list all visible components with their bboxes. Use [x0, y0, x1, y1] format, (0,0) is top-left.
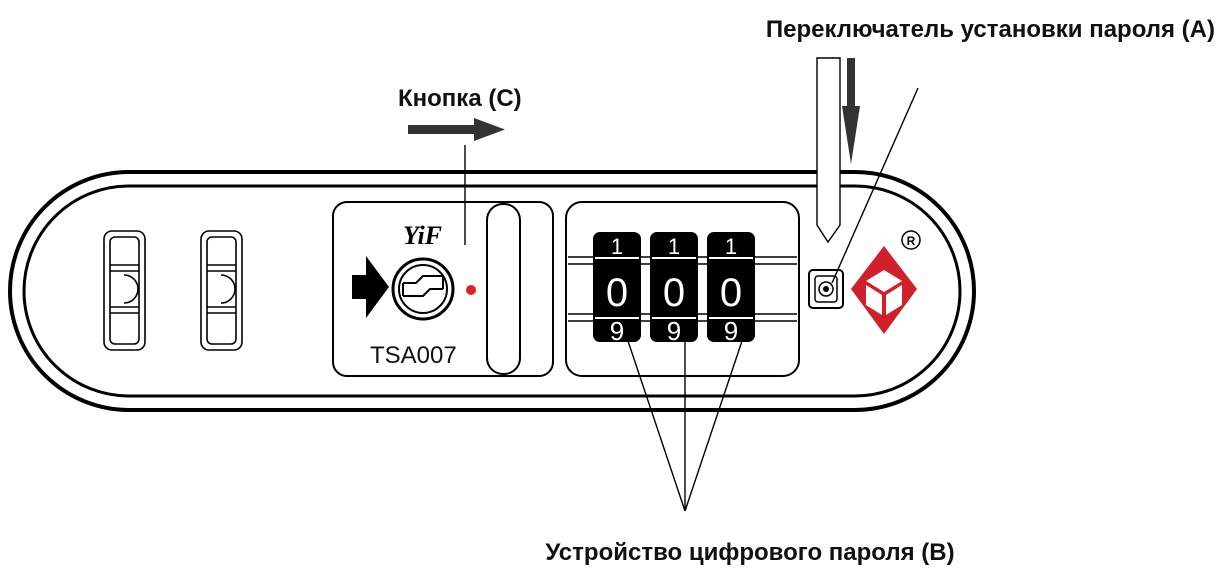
switch-hollow-arrow [816, 57, 841, 244]
registered-mark-icon: R [901, 230, 921, 250]
callout-lines-b [627, 340, 743, 512]
lock-body [8, 170, 976, 412]
digit-dial-1[interactable]: 1 09 [593, 232, 641, 346]
tsa-logo-icon [851, 246, 917, 334]
switch-press-arrow [842, 58, 860, 164]
brand-text: YiF [403, 221, 442, 250]
registered-mark-text: R [907, 234, 916, 248]
dial-digit-above: 1 [668, 234, 680, 259]
slider-latch-right [200, 230, 243, 351]
model-text: TSA007 [370, 342, 457, 369]
dial-digit-below: 9 [724, 316, 738, 346]
dial-digit-below: 9 [610, 316, 624, 346]
key-cylinder-button-c[interactable] [391, 257, 455, 321]
dial-digit-current: 0 [720, 271, 742, 315]
button-direction-arrow [408, 118, 505, 141]
dial-digit-below: 9 [667, 316, 681, 346]
push-arrow-icon [352, 256, 389, 318]
slider-latch-left [103, 230, 146, 351]
dial-digit-current: 0 [606, 271, 628, 315]
label-password-switch-a: Переключатель установки пароля (А) [766, 16, 1215, 43]
password-switch-a[interactable] [808, 269, 844, 309]
label-digit-dials-b: Устройство цифрового пароля (В) [545, 539, 954, 566]
dial-digit-current: 0 [663, 271, 685, 315]
dial-digit-above: 1 [611, 234, 623, 259]
dial-digit-above: 1 [725, 234, 737, 259]
callout-line-a [831, 87, 919, 284]
digit-dial-3[interactable]: 1 09 [707, 232, 755, 346]
key-panel: YiF TSA007 [332, 201, 554, 377]
indicator-dot [466, 285, 476, 295]
digit-dial-2[interactable]: 1 09 [650, 232, 698, 346]
label-button-c: Кнопка (С) [398, 85, 522, 112]
